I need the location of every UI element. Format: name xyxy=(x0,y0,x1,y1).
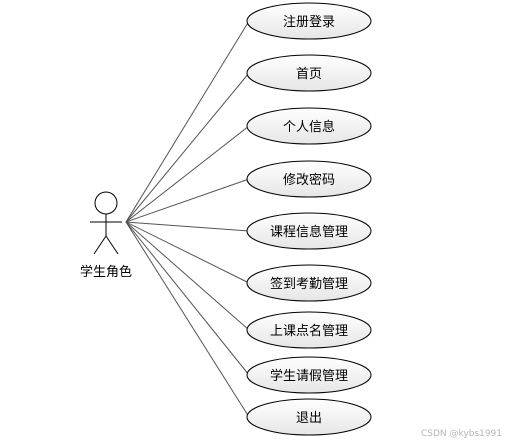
use-case-leave-management: 学生请假管理 xyxy=(246,356,372,394)
association-line-change-password xyxy=(125,178,250,223)
use-case-label: 个人信息 xyxy=(283,119,335,135)
use-case-register-login: 注册登录 xyxy=(246,2,372,40)
use-case-label: 课程信息管理 xyxy=(270,224,348,240)
association-line-attendance-management xyxy=(125,221,250,284)
actor-left-leg xyxy=(93,235,107,255)
association-line-leave-management xyxy=(125,221,250,376)
use-case-ellipse xyxy=(246,107,372,145)
use-case-label: 注册登录 xyxy=(283,15,335,30)
association-line-personal-info xyxy=(125,125,250,223)
use-case-ellipse xyxy=(246,2,372,40)
use-case-ellipse xyxy=(246,160,372,198)
use-case-change-password: 修改密码 xyxy=(246,160,372,198)
use-case-label: 修改密码 xyxy=(283,172,335,188)
association-line-course-info-management xyxy=(125,221,250,232)
use-case-label: 签到考勤管理 xyxy=(270,276,348,292)
actor-student: 学生角色 xyxy=(80,191,132,280)
use-case-logout: 退出 xyxy=(246,398,372,436)
use-case-course-info-management: 课程信息管理 xyxy=(246,212,372,250)
association-line-roll-call-management xyxy=(125,221,250,331)
use-case-label: 退出 xyxy=(296,411,322,426)
use-case-ellipse xyxy=(246,54,372,92)
use-case-attendance-management: 签到考勤管理 xyxy=(246,264,372,302)
use-case-personal-info: 个人信息 xyxy=(246,107,372,145)
association-lines xyxy=(125,20,250,418)
use-case-ellipse xyxy=(246,398,372,436)
use-case-ellipse xyxy=(246,264,372,302)
actor-label: 学生角色 xyxy=(80,264,132,280)
use-case-label: 首页 xyxy=(296,67,322,82)
actor-head xyxy=(94,191,118,215)
use-case-label: 上课点名管理 xyxy=(270,323,348,339)
use-case-roll-call-management: 上课点名管理 xyxy=(246,311,372,349)
use-case-label: 学生请假管理 xyxy=(270,368,348,384)
watermark: CSDN @kybs1991 xyxy=(420,429,502,439)
use-case-ellipse xyxy=(246,212,372,250)
use-case-home: 首页 xyxy=(246,54,372,92)
use-case-ellipse xyxy=(246,356,372,394)
association-line-logout xyxy=(125,221,250,418)
actor-right-leg xyxy=(105,235,119,255)
association-line-home xyxy=(125,72,250,223)
association-line-register-login xyxy=(125,20,250,223)
use-case-ellipse xyxy=(246,311,372,349)
